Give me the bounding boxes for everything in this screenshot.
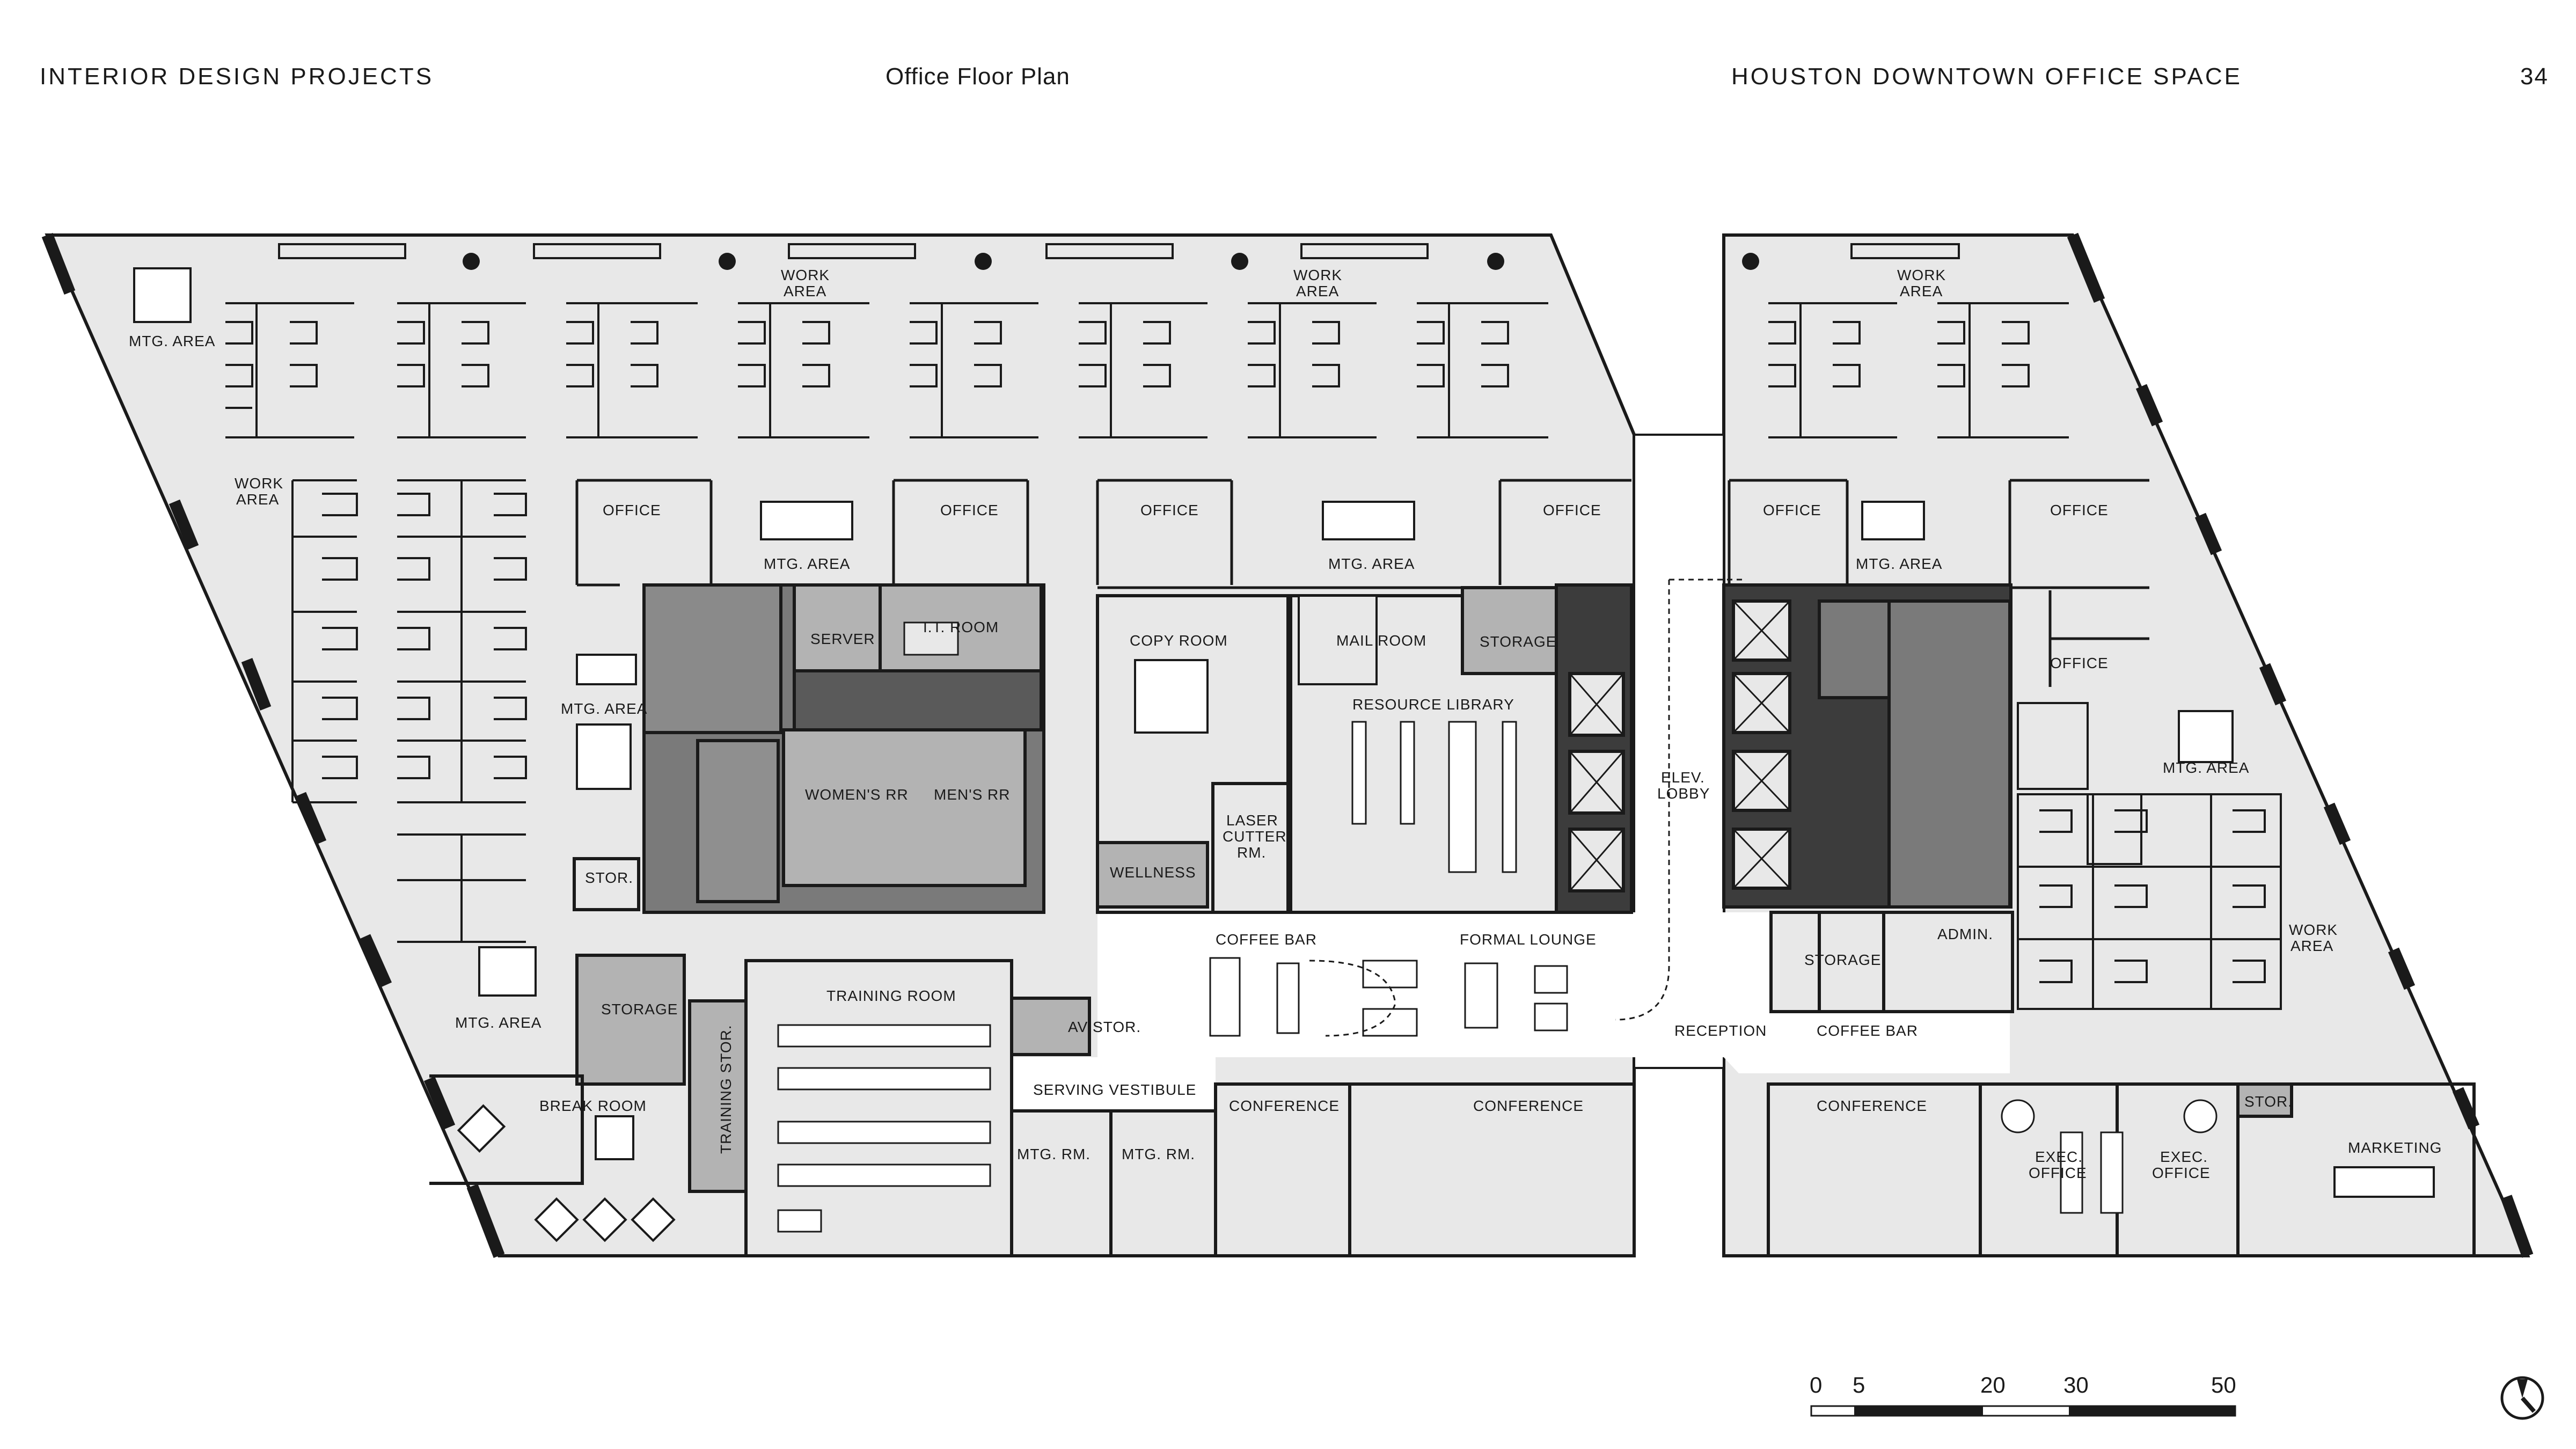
label-av-stor: AV STOR.: [1068, 1019, 1141, 1035]
exec-office-furniture: [2001, 1099, 2218, 1214]
label-training-room: TRAINING ROOM: [826, 987, 956, 1004]
workstations-north: [225, 302, 2069, 438]
label-reception: RECEPTION: [1674, 1022, 1767, 1039]
label-conference-2: CONFERENCE: [1473, 1097, 1584, 1114]
label-work-area-west-line2: AREA: [236, 491, 279, 508]
training-desks: [777, 1024, 991, 1233]
label-mens-rr: MEN'S RR: [934, 786, 1010, 803]
label-office-5: OFFICE: [1763, 502, 1821, 518]
workstations-east: [2017, 702, 2282, 1010]
lounge-furniture: [1209, 579, 1744, 1037]
header-center: Office Floor Plan: [885, 63, 1070, 90]
serving-vestibule-floor: [1012, 1057, 1216, 1111]
page-number: 34: [2520, 63, 2549, 90]
label-office-4: OFFICE: [1543, 502, 1601, 518]
label-exec-office-2-line2: OFFICE: [2152, 1165, 2211, 1181]
label-training-stor: TRAINING STOR.: [718, 1024, 734, 1154]
label-conference-1: CONFERENCE: [1229, 1097, 1340, 1114]
label-mtg-area-5: MTG. AREA: [2163, 759, 2249, 776]
label-stor-east: STOR.: [2244, 1093, 2293, 1110]
scale-tick-30: 30: [2063, 1372, 2089, 1397]
south-rooms-east: [1767, 1082, 2476, 1257]
label-work-area-top1-line2: AREA: [784, 283, 826, 299]
east-lobby-floor: [1724, 1057, 2010, 1073]
label-coffee-bar-1: COFFEE BAR: [1216, 931, 1317, 948]
label-mtg-area-nw: MTG. AREA: [129, 333, 215, 349]
label-office-3: OFFICE: [1140, 502, 1199, 518]
west-core: [573, 583, 1045, 914]
label-mtg-rm-2: MTG. RM.: [1122, 1146, 1195, 1162]
label-coffee-bar-2: COFFEE BAR: [1817, 1022, 1918, 1039]
label-office-2: OFFICE: [940, 502, 999, 518]
label-elev-lobby-line1: ELEV.: [1661, 769, 1705, 786]
label-storage-east: STORAGE: [1804, 952, 1881, 968]
label-conference-3: CONFERENCE: [1817, 1097, 1927, 1114]
label-laser-cutter-line3: RM.: [1237, 844, 1266, 861]
label-it-room: I.T. ROOM: [923, 619, 999, 635]
scale-tick-20: 20: [1980, 1372, 2006, 1397]
label-resource-library: RESOURCE LIBRARY: [1352, 696, 1514, 713]
label-work-area-east-line2: AREA: [2290, 938, 2333, 954]
label-womens-rr: WOMEN'S RR: [805, 786, 909, 803]
scale-tick-5: 5: [1853, 1372, 1865, 1397]
scale-tick-0: 0: [1810, 1372, 1822, 1397]
label-mtg-area-west-low: MTG. AREA: [455, 1014, 541, 1031]
label-work-area-top2-line1: WORK: [1293, 267, 1342, 283]
label-elev-lobby-line2: LOBBY: [1657, 785, 1710, 802]
label-work-area-top3-line2: AREA: [1900, 283, 1943, 299]
north-arrow-icon: [2500, 1376, 2544, 1420]
label-mtg-area-2: MTG. AREA: [764, 555, 850, 572]
label-serving-vestibule: SERVING VESTIBULE: [1033, 1081, 1196, 1098]
label-break-room: BREAK ROOM: [539, 1097, 647, 1114]
label-laser-cutter-line1: LASER: [1226, 812, 1278, 829]
library-shelves: [1351, 721, 1517, 873]
label-storage-west: STORAGE: [601, 1001, 678, 1018]
label-exec-office-1-line2: OFFICE: [2029, 1165, 2087, 1181]
room-labels: MTG. AREA WORK AREA WORK AREA WORK AREA …: [129, 267, 2442, 1181]
label-office-1: OFFICE: [603, 502, 661, 518]
label-marketing: MARKETING: [2348, 1139, 2442, 1156]
label-office-6: OFFICE: [2050, 502, 2109, 518]
label-work-area-top1-line1: WORK: [781, 267, 830, 283]
label-mtg-area-4: MTG. AREA: [1856, 555, 1942, 572]
label-exec-office-1-line1: EXEC.: [2035, 1148, 2083, 1165]
label-formal-lounge: FORMAL LOUNGE: [1460, 931, 1597, 948]
label-copy-room: COPY ROOM: [1130, 632, 1228, 649]
scale-tick-50: 50: [2211, 1372, 2236, 1397]
header-left: INTERIOR DESIGN PROJECTS: [40, 63, 434, 90]
label-work-area-top2-line2: AREA: [1296, 283, 1339, 299]
label-wellness: WELLNESS: [1110, 864, 1196, 881]
scale-bar: 0 5 20 30 50: [1810, 1372, 2236, 1417]
label-mail-room: MAIL ROOM: [1336, 632, 1426, 649]
label-stor-west: STOR.: [585, 869, 633, 886]
label-server: SERVER: [810, 631, 875, 647]
south-rooms-west: [429, 954, 1636, 1257]
break-room-tables: [457, 1104, 676, 1242]
label-mtg-rm-1: MTG. RM.: [1017, 1146, 1091, 1162]
label-mtg-area-west-mid: MTG. AREA: [561, 700, 647, 717]
east-core: [1722, 583, 2014, 1013]
label-laser-cutter-line2: CUTTER: [1223, 828, 1287, 845]
label-work-area-top3-line1: WORK: [1897, 267, 1946, 283]
label-storage-core: STORAGE: [1480, 633, 1556, 650]
label-office-7: OFFICE: [2050, 655, 2109, 671]
label-work-area-east-line1: WORK: [2289, 921, 2338, 938]
workstations-west: [291, 479, 527, 943]
curtain-wall: [41, 232, 2534, 1258]
north-window-units: [278, 243, 1960, 259]
label-exec-office-2-line1: EXEC.: [2160, 1148, 2208, 1165]
header-right: HOUSTON DOWNTOWN OFFICE SPACE: [1731, 63, 2243, 90]
middle-service-rooms: [1096, 583, 1633, 914]
label-admin: ADMIN.: [1937, 926, 1993, 942]
label-mtg-area-3: MTG. AREA: [1328, 555, 1415, 572]
label-work-area-west-line1: WORK: [235, 475, 283, 492]
